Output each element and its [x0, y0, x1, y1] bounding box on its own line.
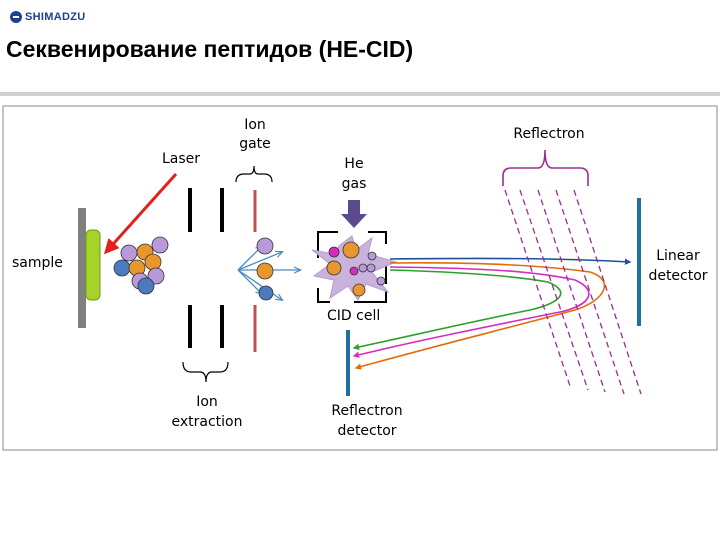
label-cid-cell: CID cell [327, 308, 380, 324]
laser-arrow [103, 172, 178, 255]
label-ion-extraction-line2: extraction [172, 414, 243, 430]
he-gas-arrow [341, 200, 367, 228]
label-ion-gate-line1: Ion [244, 117, 266, 133]
logo-text: SHIMADZU [25, 11, 86, 23]
page-title: Секвенирование пептидов (HE-CID) [6, 36, 414, 62]
title-divider [0, 92, 720, 96]
sample-spot [85, 229, 101, 301]
label-he-gas-line1: He [344, 156, 363, 172]
label-linear-detector-line2: detector [648, 268, 707, 284]
ion-trajectories [352, 257, 632, 370]
reflectron-lines [504, 189, 642, 395]
label-reflectron-detector-line2: detector [337, 423, 396, 439]
ion-cluster [113, 236, 169, 295]
label-reflectron-detector-line1: Reflectron [331, 403, 402, 419]
diagram-frame [2, 105, 718, 451]
label-laser: Laser [162, 151, 200, 167]
label-ion-gate-line2: gate [239, 136, 271, 152]
cid-cell-box [317, 231, 387, 303]
sample-plate [78, 208, 86, 328]
label-sample: sample [12, 255, 63, 271]
label-reflectron: Reflectron [513, 126, 584, 142]
label-he-gas-line2: gas [342, 176, 367, 192]
shimadzu-logo-icon [10, 11, 22, 23]
label-linear-detector-line1: Linear [656, 248, 700, 264]
shimadzu-logo: SHIMADZU [10, 9, 85, 25]
label-ion-extraction-line1: Ion [196, 394, 218, 410]
fragment-ions [326, 241, 386, 297]
ion-gate-brace [235, 165, 273, 183]
ion-extraction-brace [182, 361, 229, 383]
cid-cell-outline [317, 231, 387, 303]
gated-ions [256, 237, 274, 301]
reflectron-brace [502, 149, 589, 186]
